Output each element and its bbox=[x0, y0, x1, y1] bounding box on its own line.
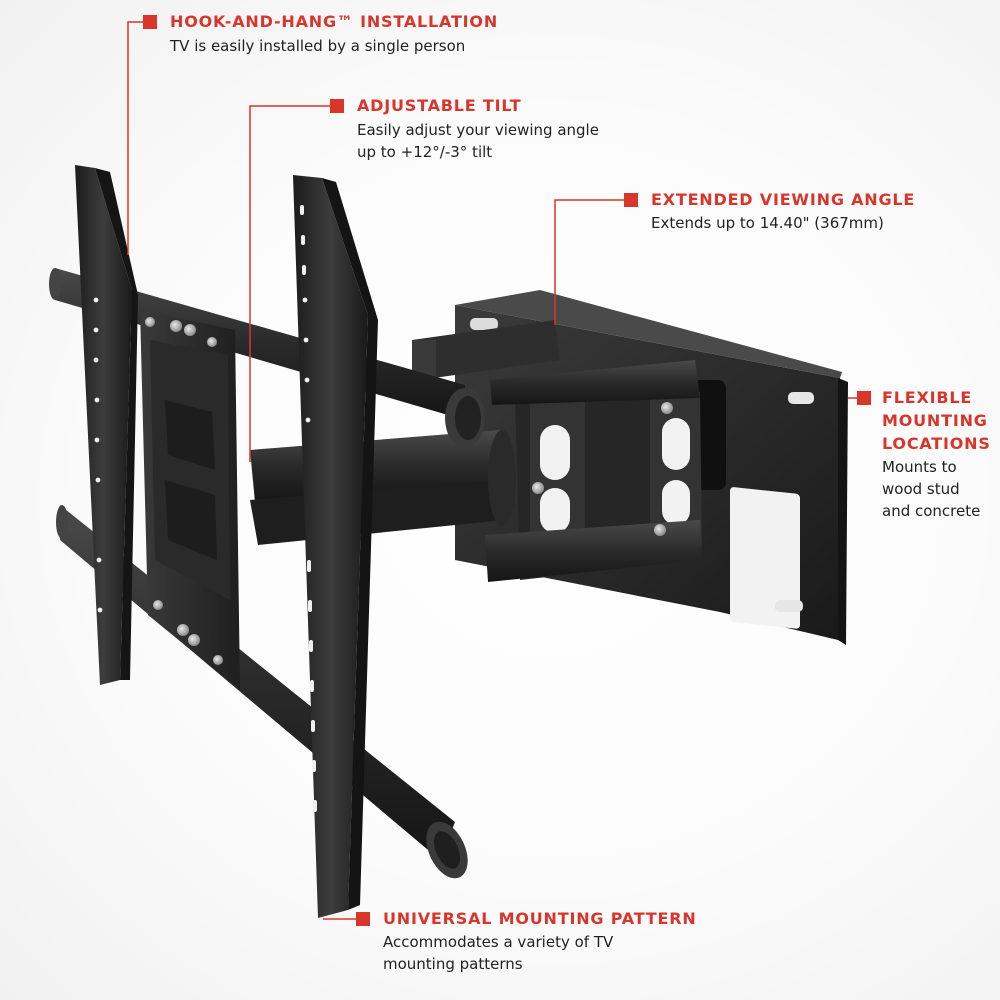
callout-marker-square bbox=[330, 99, 344, 113]
callout-description-line-2: mounting patterns bbox=[383, 955, 523, 973]
callout-description-line-1: Easily adjust your viewing angle bbox=[357, 121, 599, 139]
callout-leader-lines bbox=[127, 21, 862, 920]
leader-line-extended-viewing-angle bbox=[554, 199, 630, 325]
callout-title-line-3: LOCATIONS bbox=[882, 434, 991, 453]
callout-description: TV is easily installed by a single perso… bbox=[170, 37, 466, 55]
callout-marker-square bbox=[624, 193, 638, 207]
callout-title: UNIVERSAL MOUNTING PATTERN bbox=[383, 909, 697, 928]
leader-line-hook-and-hang bbox=[127, 21, 150, 255]
right-vertical-bracket bbox=[293, 175, 378, 918]
callout-description: Extends up to 14.40" (367mm) bbox=[651, 214, 884, 232]
callout-title-line-2: MOUNTING bbox=[882, 411, 988, 430]
callout-description-line-2: wood stud bbox=[882, 480, 960, 498]
tv-adapter-plate bbox=[140, 310, 240, 690]
callout-marker-square bbox=[356, 912, 370, 926]
callout-title: HOOK-AND-HANG™ INSTALLATION bbox=[170, 12, 499, 31]
callout-marker-square bbox=[857, 391, 871, 405]
callout-title: EXTENDED VIEWING ANGLE bbox=[651, 190, 916, 209]
pivot-bracket bbox=[485, 360, 702, 582]
callout-title-line-1: FLEXIBLE bbox=[882, 388, 973, 407]
callout-title: ADJUSTABLE TILT bbox=[357, 96, 522, 115]
leader-line-adjustable-tilt bbox=[249, 105, 336, 462]
callout-marker-square bbox=[143, 15, 157, 29]
left-vertical-bracket bbox=[75, 165, 138, 685]
callout-description-line-1: Mounts to bbox=[882, 458, 957, 476]
callout-description-line-3: and concrete bbox=[882, 502, 981, 520]
callout-description-line-2: up to +12°/-3° tilt bbox=[357, 143, 493, 161]
callout-description-line-1: Accommodates a variety of TV bbox=[383, 933, 614, 951]
